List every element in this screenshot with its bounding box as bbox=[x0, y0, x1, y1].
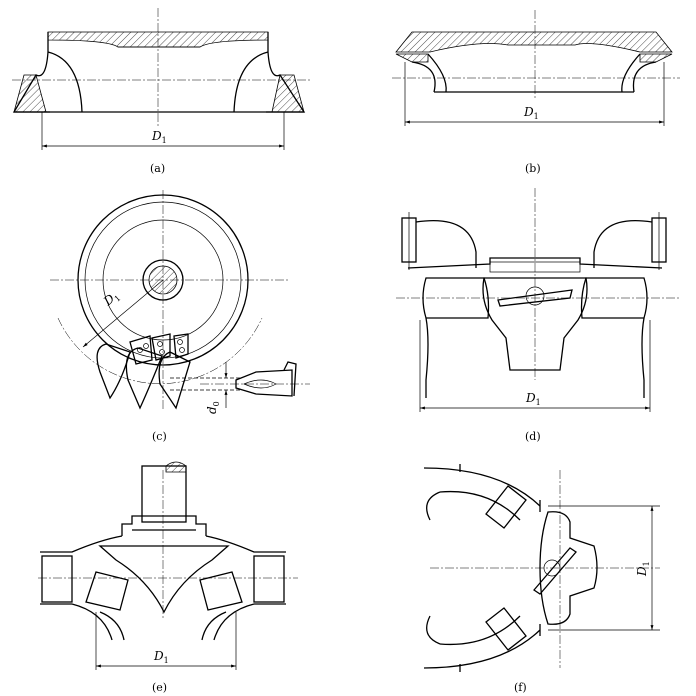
panel-b-caption: (b) bbox=[525, 162, 541, 175]
panel-f-dim-label: D1 bbox=[635, 561, 651, 577]
panel-a: D1 (a) bbox=[12, 8, 312, 175]
panel-e-caption: (e) bbox=[152, 681, 167, 694]
panel-c-caption: (c) bbox=[152, 430, 167, 443]
panel-a-dim-label: D1 bbox=[151, 129, 167, 145]
panel-b-dim-label: D1 bbox=[523, 105, 539, 121]
panel-d: D1 (d) bbox=[396, 188, 680, 443]
panel-d-dim-label: D1 bbox=[525, 391, 541, 407]
panel-a-caption: (a) bbox=[150, 162, 165, 175]
panel-c-nozzle-label: d0 bbox=[205, 401, 221, 414]
panel-e: D1 (e) bbox=[38, 461, 298, 694]
panel-c-dim-label: D1 bbox=[100, 288, 122, 310]
panel-d-caption: (d) bbox=[525, 430, 541, 443]
panel-f-caption: (f) bbox=[514, 681, 527, 694]
panel-e-dim-label: D1 bbox=[153, 649, 169, 665]
panel-f: D1 (f) bbox=[423, 464, 660, 694]
panel-b: D1 (b) bbox=[392, 10, 680, 175]
panel-c: D1 d0 (c) bbox=[50, 190, 310, 443]
